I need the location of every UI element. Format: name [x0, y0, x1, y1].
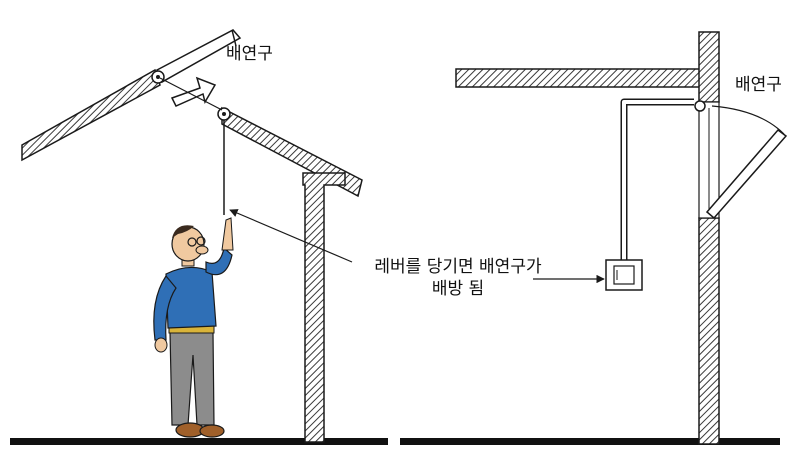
lever-caption: 레버를 당기면 배연구가 배방 됨: [358, 256, 558, 300]
roof-left-slope: [21, 68, 161, 162]
right-scene: [400, 31, 788, 445]
airflow-arrow-icon: [170, 76, 217, 107]
wall-right-upper: [698, 31, 720, 103]
vent-label-right: 배연구: [735, 75, 782, 95]
control-conduit: [620, 98, 694, 262]
vent-label-left: 배연구: [226, 44, 273, 64]
lever-caption-line1: 레버를 당기면 배연구가: [374, 257, 542, 277]
left-scene: [10, 29, 388, 445]
lever-pointer-line: [229, 209, 353, 263]
hinge-right: [694, 100, 706, 112]
ground-right: [400, 438, 780, 445]
swing-arc: [711, 105, 785, 135]
vent-flap-right: [705, 128, 788, 220]
wall-left: [302, 172, 346, 443]
wall-right-lower: [698, 217, 720, 445]
ground-left: [10, 438, 388, 445]
ceiling-slab: [455, 68, 701, 88]
control-box: [605, 259, 643, 291]
person-figure: [153, 217, 234, 438]
lever-caption-line2: 배방 됨: [431, 279, 485, 299]
